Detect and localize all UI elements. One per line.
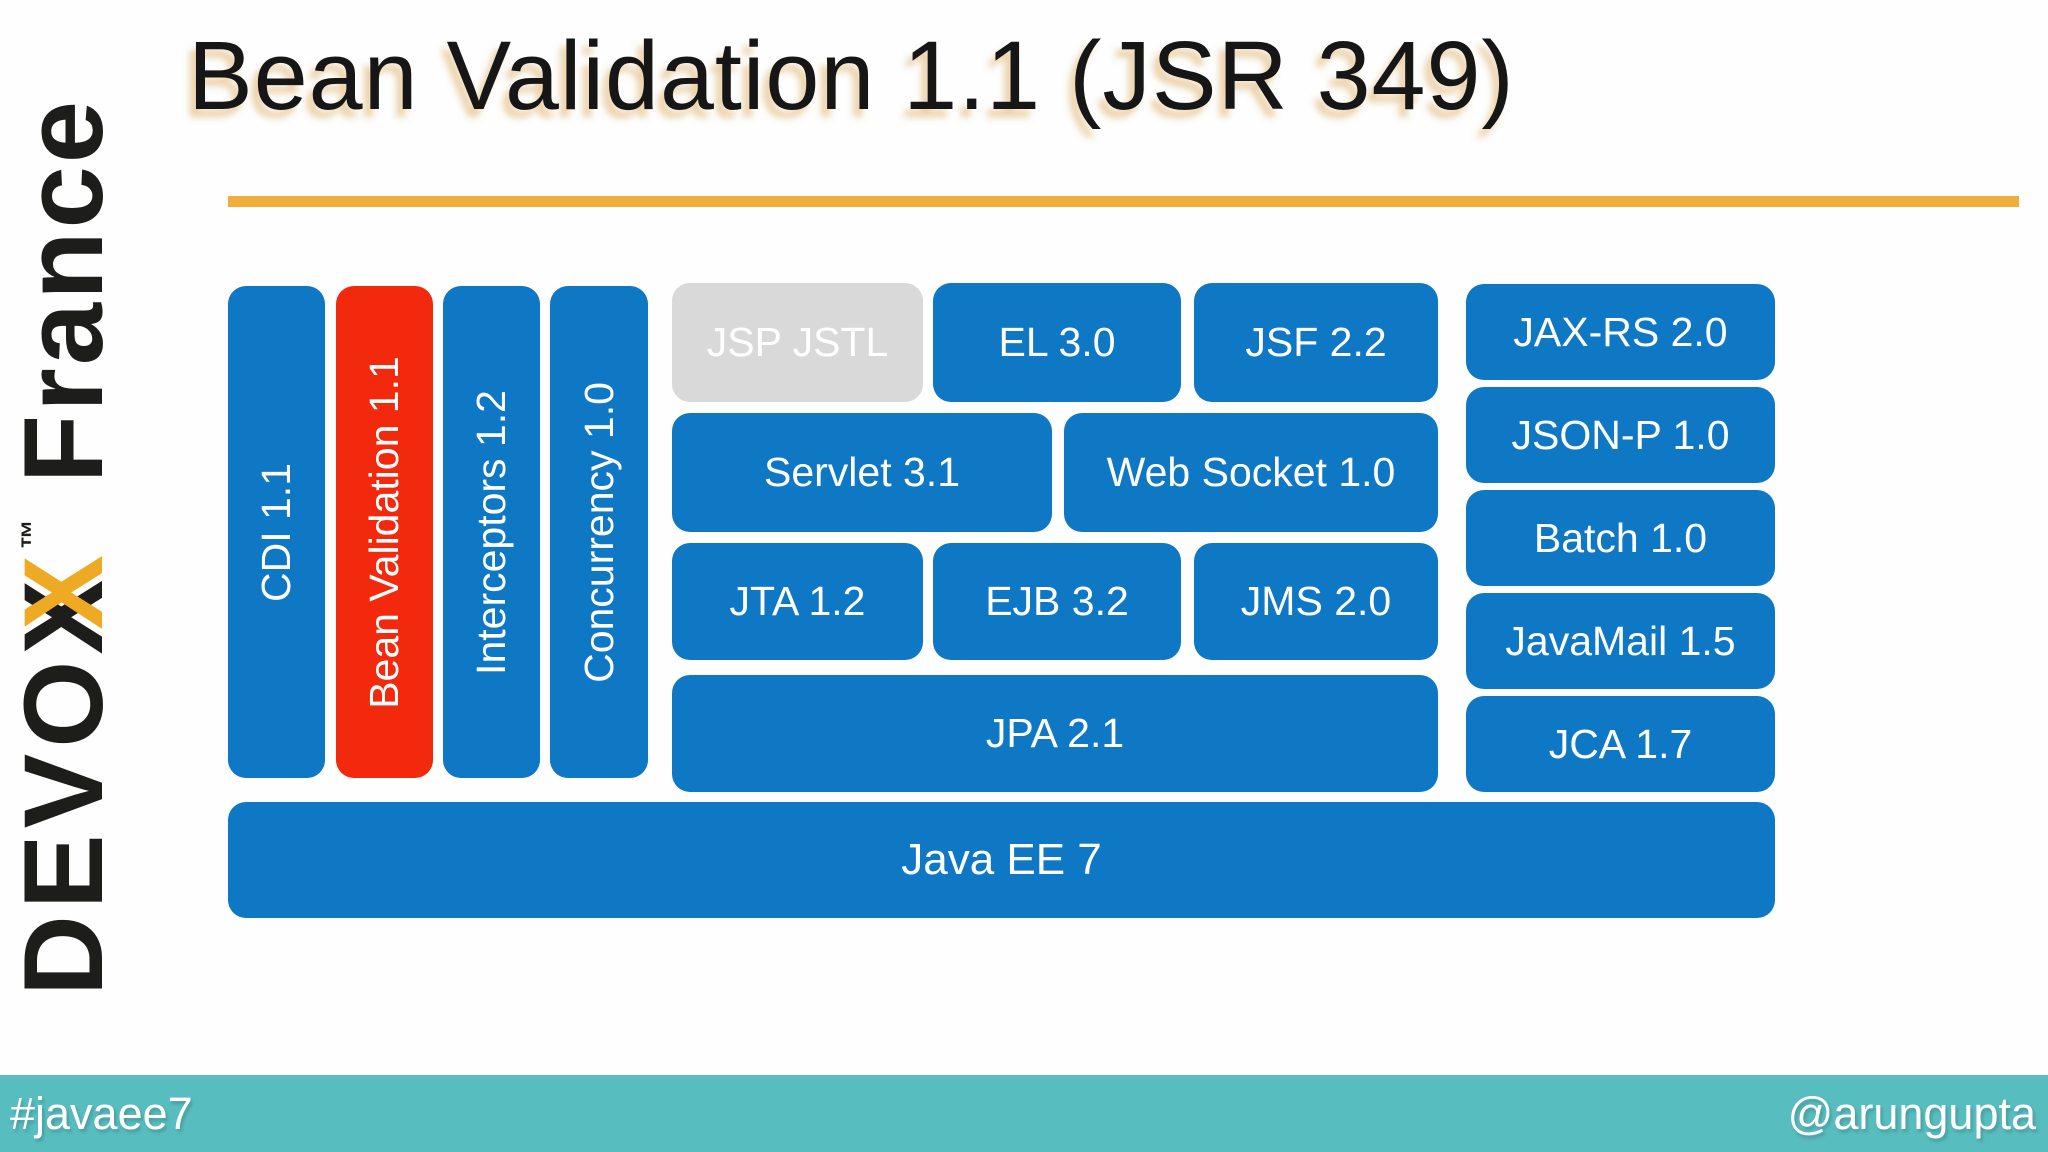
block-jsp-jstl: JSP JSTL <box>672 283 923 402</box>
block-jsf-label: JSF 2.2 <box>1245 319 1387 365</box>
block-jpa: JPA 2.1 <box>672 675 1438 792</box>
block-json-p-label: JSON-P 1.0 <box>1511 411 1730 458</box>
block-jms: JMS 2.0 <box>1194 543 1438 660</box>
block-el: EL 3.0 <box>933 283 1181 402</box>
block-jax-rs-label: JAX-RS 2.0 <box>1513 308 1728 355</box>
block-jca: JCA 1.7 <box>1466 696 1775 792</box>
logo-x-orange: X <box>0 549 126 630</box>
block-bean-validation-label: Bean Validation 1.1 <box>361 355 408 709</box>
block-jms-label: JMS 2.0 <box>1240 578 1392 624</box>
block-batch-label: Batch 1.0 <box>1533 514 1708 561</box>
block-interceptors-label: Interceptors 1.2 <box>468 389 515 675</box>
slide-title: Bean Validation 1.1 (JSR 349) <box>188 21 1515 130</box>
block-jta: JTA 1.2 <box>672 543 923 660</box>
footer-bar: #javaee7 @arungupta <box>0 1075 2048 1152</box>
logo-devo-text: DEVO <box>0 654 126 996</box>
block-concurrency: Concurrency 1.0 <box>550 286 648 778</box>
block-java-ee-7-platform: Java EE 7 <box>228 802 1775 918</box>
block-jsp-jstl-label: JSP JSTL <box>706 319 889 365</box>
block-servlet-label: Servlet 3.1 <box>764 449 960 495</box>
footer-twitter-handle: @arungupta <box>1787 1087 2036 1139</box>
block-bean-validation-highlighted: Bean Validation 1.1 <box>336 286 433 778</box>
block-jsf: JSF 2.2 <box>1194 283 1438 402</box>
block-jta-label: JTA 1.2 <box>729 578 866 624</box>
block-web-socket-label: Web Socket 1.0 <box>1106 449 1396 495</box>
footer-hashtag: #javaee7 <box>10 1087 193 1139</box>
block-concurrency-label: Concurrency 1.0 <box>575 381 622 683</box>
block-servlet: Servlet 3.1 <box>672 413 1052 532</box>
block-ejb-label: EJB 3.2 <box>985 578 1129 624</box>
block-jax-rs: JAX-RS 2.0 <box>1466 284 1775 380</box>
block-interceptors: Interceptors 1.2 <box>443 286 540 778</box>
block-jpa-label: JPA 2.1 <box>985 710 1125 756</box>
block-javamail-label: JavaMail 1.5 <box>1505 617 1736 664</box>
block-jca-label: JCA 1.7 <box>1548 720 1693 767</box>
block-javamail: JavaMail 1.5 <box>1466 593 1775 689</box>
block-el-label: EL 3.0 <box>998 319 1116 365</box>
logo-france-text: France <box>0 97 126 484</box>
block-json-p: JSON-P 1.0 <box>1466 387 1775 483</box>
block-batch: Batch 1.0 <box>1466 490 1775 586</box>
block-cdi-label: CDI 1.1 <box>253 462 299 602</box>
title-underline <box>228 196 2019 207</box>
block-cdi: CDI 1.1 <box>228 286 325 778</box>
trademark-symbol: ™ <box>16 519 49 550</box>
block-web-socket: Web Socket 1.0 <box>1064 413 1438 532</box>
block-java-ee-7-label: Java EE 7 <box>901 835 1102 884</box>
block-ejb: EJB 3.2 <box>933 543 1181 660</box>
